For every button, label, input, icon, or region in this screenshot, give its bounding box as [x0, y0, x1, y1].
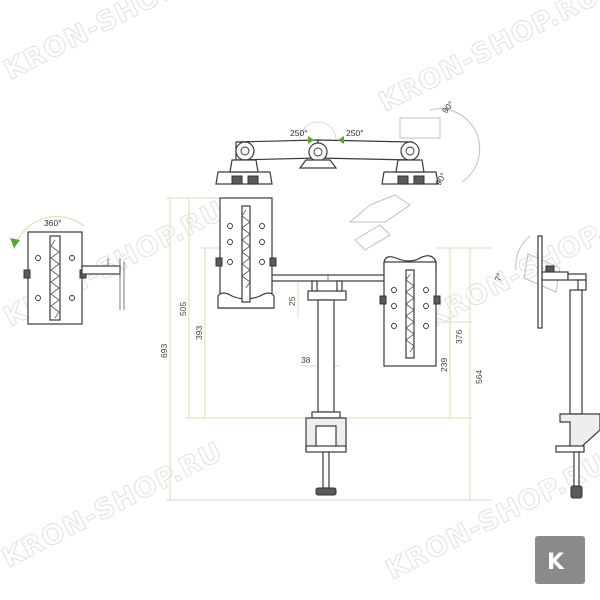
- dimension-label: 38: [301, 355, 311, 365]
- vesa-head-left-top: [215, 171, 273, 185]
- knob: [413, 175, 425, 185]
- clamp-screw: [322, 451, 330, 489]
- screw-hole: [391, 303, 397, 309]
- dimension-label: 25: [287, 296, 297, 306]
- arm-segment-right: [317, 139, 413, 161]
- front-view: [215, 197, 441, 496]
- side-clamp-plate: [555, 445, 585, 453]
- watermarks: KRON-SHOP.RU KRON-SHOP.RU KRON-SHOP.RU K…: [0, 0, 600, 587]
- screw-hole: [227, 223, 233, 229]
- screw-hole: [259, 223, 265, 229]
- dimension-label: 693: [159, 344, 169, 358]
- arm-joint-bolt: [240, 146, 250, 156]
- rotation-arc: [299, 121, 337, 141]
- dimension-label: 564: [474, 370, 484, 384]
- tilt-arc: [429, 108, 481, 183]
- vesa-rail-right: [405, 269, 415, 359]
- arrow-icon: [308, 136, 314, 144]
- knob: [231, 175, 243, 185]
- vesa-neck-right: [395, 159, 425, 173]
- desk-clamp: [305, 417, 347, 451]
- screw-hole: [259, 239, 265, 245]
- screw-hole: [423, 303, 429, 309]
- watermark-text: KRON-SHOP.RU: [0, 436, 228, 574]
- vesa-head-right-top: [381, 171, 439, 185]
- collar-bolt: [311, 280, 318, 292]
- arrow-icon: [10, 238, 20, 248]
- badge-letter: K: [547, 550, 565, 575]
- side-arm-mount: [107, 258, 125, 310]
- dimension-lines: 693 505 393 25 38 376 239 564: [159, 197, 492, 501]
- arm-joint-bolt: [405, 146, 415, 156]
- badge-background: [535, 536, 585, 584]
- knob: [247, 175, 259, 185]
- knob: [215, 257, 223, 267]
- side-head: [541, 271, 569, 281]
- screw-hole: [423, 287, 429, 293]
- screw-hole: [227, 259, 233, 265]
- vesa-neck-left: [229, 159, 259, 173]
- knob: [23, 269, 31, 279]
- pole: [317, 299, 335, 413]
- side-pole: [569, 289, 583, 415]
- screw-hole: [391, 287, 397, 293]
- left-side-view: 360°: [10, 216, 125, 325]
- watermark-text: KRON-SHOP.RU: [374, 0, 600, 118]
- watermark-text: KRON-SHOP.RU: [0, 0, 230, 86]
- knob: [545, 265, 555, 273]
- screw-hole: [391, 323, 397, 329]
- rail-teeth: [241, 209, 251, 289]
- ghost-arm: [348, 194, 411, 223]
- ghost-tilted-plate: [523, 253, 561, 293]
- side-collar: [577, 279, 587, 291]
- side-arm: [81, 265, 121, 275]
- collar-bolt: [336, 280, 343, 292]
- screw-hole: [35, 295, 41, 301]
- pole-collar: [307, 290, 347, 301]
- right-side-view: 7°: [492, 235, 600, 499]
- clamp-plate: [305, 445, 347, 453]
- screw-hole: [69, 295, 75, 301]
- knob: [379, 295, 387, 305]
- vesa-rail-left: [241, 205, 251, 303]
- screw-hole: [423, 323, 429, 329]
- rotating-rail: [49, 235, 61, 321]
- screw-hole: [227, 239, 233, 245]
- ghost-arm: [399, 117, 441, 139]
- knob: [433, 295, 441, 305]
- angle-label-tilt-side: 7°: [492, 272, 504, 283]
- screw-hole: [259, 259, 265, 265]
- shop-badge: K: [535, 536, 585, 584]
- side-monitor-plate: [537, 235, 543, 329]
- angle-label-360: 360°: [44, 218, 62, 228]
- ghost-arm: [354, 224, 391, 251]
- arrow-icon: [338, 136, 344, 144]
- dimension-label: 393: [194, 326, 204, 340]
- clamp-knob: [315, 487, 337, 496]
- screw-hole: [35, 255, 41, 261]
- screw-hole: [69, 255, 75, 261]
- dimension-label: 239: [439, 358, 449, 372]
- rail-teeth: [405, 273, 415, 353]
- knob: [397, 175, 409, 185]
- side-arm-stub: [567, 273, 587, 281]
- angle-label-left: 250°: [290, 128, 308, 138]
- angle-label-tilt-top: 90°: [440, 99, 456, 115]
- horizontal-arm: [267, 274, 387, 282]
- dimension-label: 505: [178, 302, 188, 316]
- dimension-label: 376: [454, 330, 464, 344]
- side-clamp-knob: [570, 485, 583, 499]
- side-clamp-screw: [573, 451, 580, 489]
- pole-clamp-top: [298, 159, 338, 169]
- top-view-arm: 250° 250° 90° 90°: [215, 99, 481, 251]
- arm-joint-bolt: [313, 147, 323, 157]
- side-desk-clamp: [559, 413, 600, 451]
- rail-teeth: [50, 239, 60, 319]
- clamp-collar: [311, 411, 341, 419]
- angle-label-right: 250°: [346, 128, 364, 138]
- knob: [269, 257, 277, 267]
- tilt-arc: [515, 235, 531, 271]
